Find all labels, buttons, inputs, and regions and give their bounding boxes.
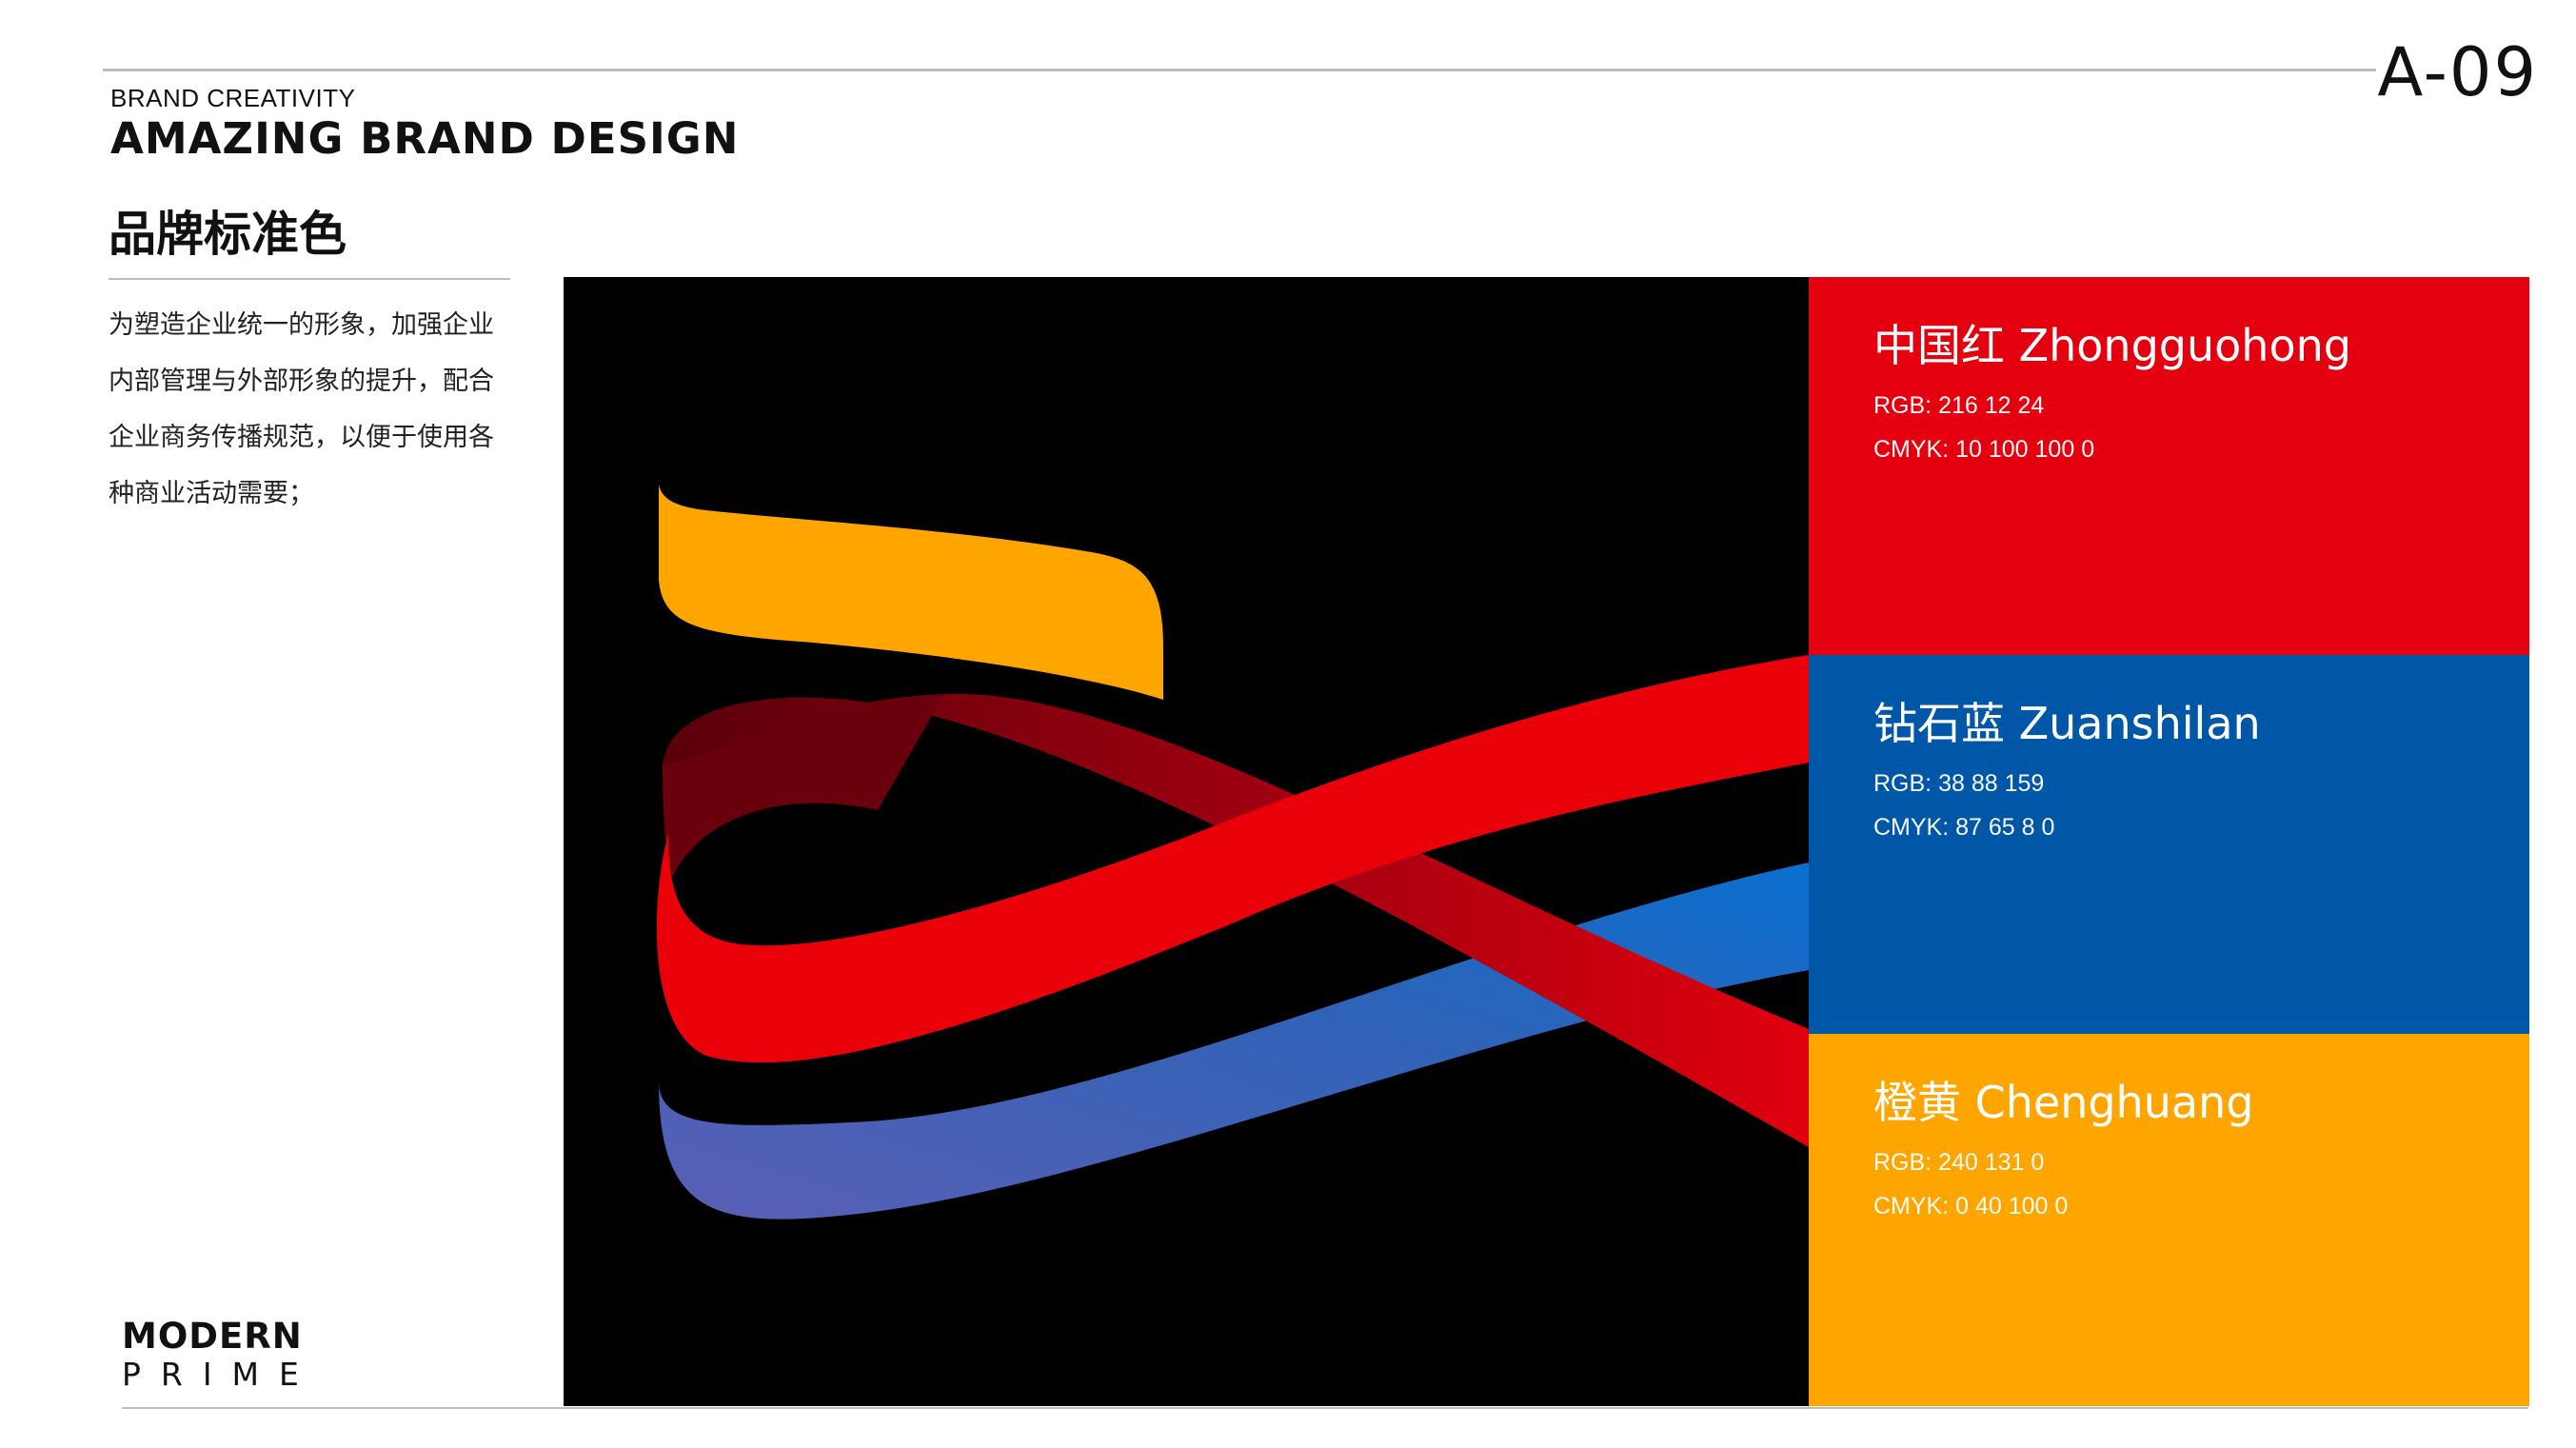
dark-red-ribbon-fold xyxy=(663,694,944,877)
orange-ribbon xyxy=(659,485,1163,700)
brand-creativity-label: BRAND CREATIVITY xyxy=(110,84,356,112)
swatch-cmyk: CMYK: 0 40 100 0 xyxy=(1873,1193,2069,1220)
swatch-cmyk: CMYK: 87 65 8 0 xyxy=(1873,814,2055,841)
section-description: 为塑造企业统一的形象，加强企业 内部管理与外部形象的提升，配合 企业商务传播规范… xyxy=(109,297,518,522)
description-line: 内部管理与外部形象的提升，配合 xyxy=(109,367,494,396)
swatch-name: 钻石蓝 Zuanshilan xyxy=(1873,698,2261,749)
page-title: AMAZING BRAND DESIGN xyxy=(110,113,740,164)
header-rule xyxy=(103,69,2376,71)
footer-rule xyxy=(122,1407,2528,1409)
swatch-cmyk: CMYK: 10 100 100 0 xyxy=(1873,436,2095,463)
red-ribbon xyxy=(656,655,1809,1063)
logo-word-top: MODERN xyxy=(122,1316,303,1357)
swatch-rgb: RGB: 216 12 24 xyxy=(1873,392,2045,419)
swatch-name: 中国红 Zhongguohong xyxy=(1873,320,2351,371)
logo-word-bottom: PRIME xyxy=(122,1356,319,1393)
brand-ribbon-artwork xyxy=(564,277,1809,1406)
swatch-red: 中国红 Zhongguohong RGB: 216 12 24 CMYK: 10… xyxy=(1809,277,2529,655)
dark-red-ribbon xyxy=(663,693,1809,1147)
heading-underline xyxy=(109,278,510,280)
swatch-blue: 钻石蓝 Zuanshilan RGB: 38 88 159 CMYK: 87 6… xyxy=(1809,655,2529,1034)
swatch-rgb: RGB: 38 88 159 xyxy=(1873,770,2045,797)
swatch-rgb: RGB: 240 131 0 xyxy=(1873,1149,2045,1176)
footer-logo: MODERN PRIME xyxy=(122,1318,319,1394)
description-line: 种商业活动需要； xyxy=(109,479,314,508)
page-number: A-09 xyxy=(2377,33,2538,111)
swatch-name: 橙黄 Chenghuang xyxy=(1873,1077,2254,1128)
description-line: 企业商务传播规范，以便于使用各 xyxy=(109,423,494,452)
swatch-orange: 橙黄 Chenghuang RGB: 240 131 0 CMYK: 0 40 … xyxy=(1809,1034,2529,1406)
section-heading: 品牌标准色 xyxy=(109,207,347,262)
description-line: 为塑造企业统一的形象，加强企业 xyxy=(109,310,494,340)
